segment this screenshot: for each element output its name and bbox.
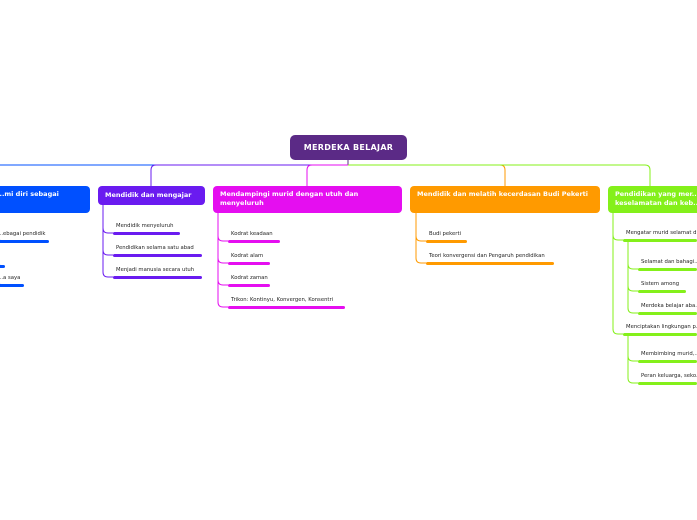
sub-leaf-topic[interactable]: Membimbing murid,... bbox=[641, 351, 697, 357]
branch-topic-label: Mendidik dan mengajar bbox=[105, 191, 192, 200]
leaf-topic[interactable]: Kodrat zaman bbox=[231, 275, 268, 281]
leaf-underline bbox=[0, 265, 5, 268]
leaf-underline bbox=[113, 232, 180, 235]
leaf-underline bbox=[0, 240, 49, 243]
branch-topic[interactable]: ...mi diri sebagai bbox=[0, 186, 90, 213]
sub-leaf-topic[interactable]: Sistem among bbox=[641, 281, 680, 287]
leaf-connector bbox=[102, 205, 113, 256]
leaf-topic[interactable]: Trikon: Kontinyu, Konvergen, Konsentri bbox=[231, 297, 334, 303]
leaf-connector bbox=[217, 213, 228, 264]
leaf-underline bbox=[426, 262, 554, 265]
sub-leaf-topic[interactable]: Peran keluarga, seko... bbox=[641, 373, 697, 379]
leaf-underline bbox=[228, 240, 280, 243]
branch-topic-label: Mendidik dan melatih kecerdasan Budi Pek… bbox=[417, 190, 589, 198]
leaf-underline bbox=[113, 276, 202, 279]
leaf-connector bbox=[415, 213, 426, 264]
leaf-topic[interactable]: Pendidikan selama satu abad bbox=[116, 245, 194, 251]
branch-topic[interactable]: Mendampingi murid dengan utuh dan menyel… bbox=[213, 186, 402, 213]
sub-leaf-topic[interactable]: Merdeka belajar aba... bbox=[641, 303, 697, 309]
leaf-connector bbox=[415, 213, 426, 242]
leaf-connector bbox=[612, 213, 623, 241]
leaf-underline bbox=[0, 284, 24, 287]
branch-topic[interactable]: Mendidik dan mengajar bbox=[98, 186, 205, 205]
sub-leaf-underline bbox=[638, 268, 697, 271]
leaf-connector bbox=[217, 213, 228, 242]
branch-topic-label: Pendidikan yang mer... keselamatan dan k… bbox=[615, 190, 697, 207]
branch-topic[interactable]: Pendidikan yang mer... keselamatan dan k… bbox=[608, 186, 697, 213]
sub-leaf-connector bbox=[627, 335, 638, 362]
sub-leaf-underline bbox=[638, 360, 697, 363]
leaf-underline bbox=[623, 239, 697, 242]
sub-leaf-connector bbox=[627, 335, 638, 384]
leaf-underline bbox=[113, 254, 202, 257]
leaf-topic[interactable]: Menciptakan lingkungan p... bbox=[626, 324, 697, 330]
leaf-connector bbox=[102, 205, 113, 234]
leaf-connector bbox=[612, 213, 623, 335]
leaf-underline bbox=[228, 262, 270, 265]
branch-connector bbox=[348, 164, 506, 186]
leaf-topic[interactable]: Teori konvergensi dan Pengaruh pendidika… bbox=[429, 253, 545, 259]
sub-leaf-underline bbox=[638, 382, 697, 385]
sub-leaf-connector bbox=[627, 241, 638, 270]
branch-connector bbox=[348, 164, 651, 186]
leaf-connector bbox=[217, 213, 228, 286]
leaf-underline bbox=[426, 240, 467, 243]
leaf-topic[interactable]: Budi pekerti bbox=[429, 231, 461, 237]
sub-leaf-connector bbox=[627, 241, 638, 314]
branch-connector bbox=[150, 164, 348, 186]
branch-topic-label: ...mi diri sebagai bbox=[0, 190, 59, 198]
leaf-topic[interactable]: Kodrat keadaan bbox=[231, 231, 273, 237]
sub-leaf-connector bbox=[627, 241, 638, 292]
sub-leaf-topic[interactable]: Selamat dan bahagi... bbox=[641, 259, 697, 265]
root-topic[interactable]: MERDEKA BELAJAR bbox=[290, 135, 407, 160]
branch-topic-label: Mendampingi murid dengan utuh dan menyel… bbox=[220, 190, 359, 207]
branch-connector bbox=[306, 164, 348, 186]
leaf-connector bbox=[102, 205, 113, 278]
leaf-topic[interactable]: Mengatar murid selamat d... bbox=[626, 230, 697, 236]
branch-topic[interactable]: Mendidik dan melatih kecerdasan Budi Pek… bbox=[410, 186, 600, 213]
branch-connector bbox=[0, 164, 348, 166]
sub-leaf-underline bbox=[638, 312, 697, 315]
leaf-topic[interactable]: ...a saya bbox=[0, 275, 21, 281]
leaf-underline bbox=[228, 284, 270, 287]
leaf-topic[interactable]: ...ebagai pendidik bbox=[0, 231, 46, 237]
leaf-topic[interactable]: Kodrat alam bbox=[231, 253, 264, 259]
leaf-connector bbox=[217, 213, 228, 308]
leaf-underline bbox=[623, 333, 697, 336]
sub-leaf-underline bbox=[638, 290, 686, 293]
leaf-topic[interactable]: Mendidik menyeluruh bbox=[116, 223, 174, 229]
leaf-underline bbox=[228, 306, 345, 309]
leaf-topic[interactable]: Menjadi manusia secara utuh bbox=[116, 267, 195, 273]
